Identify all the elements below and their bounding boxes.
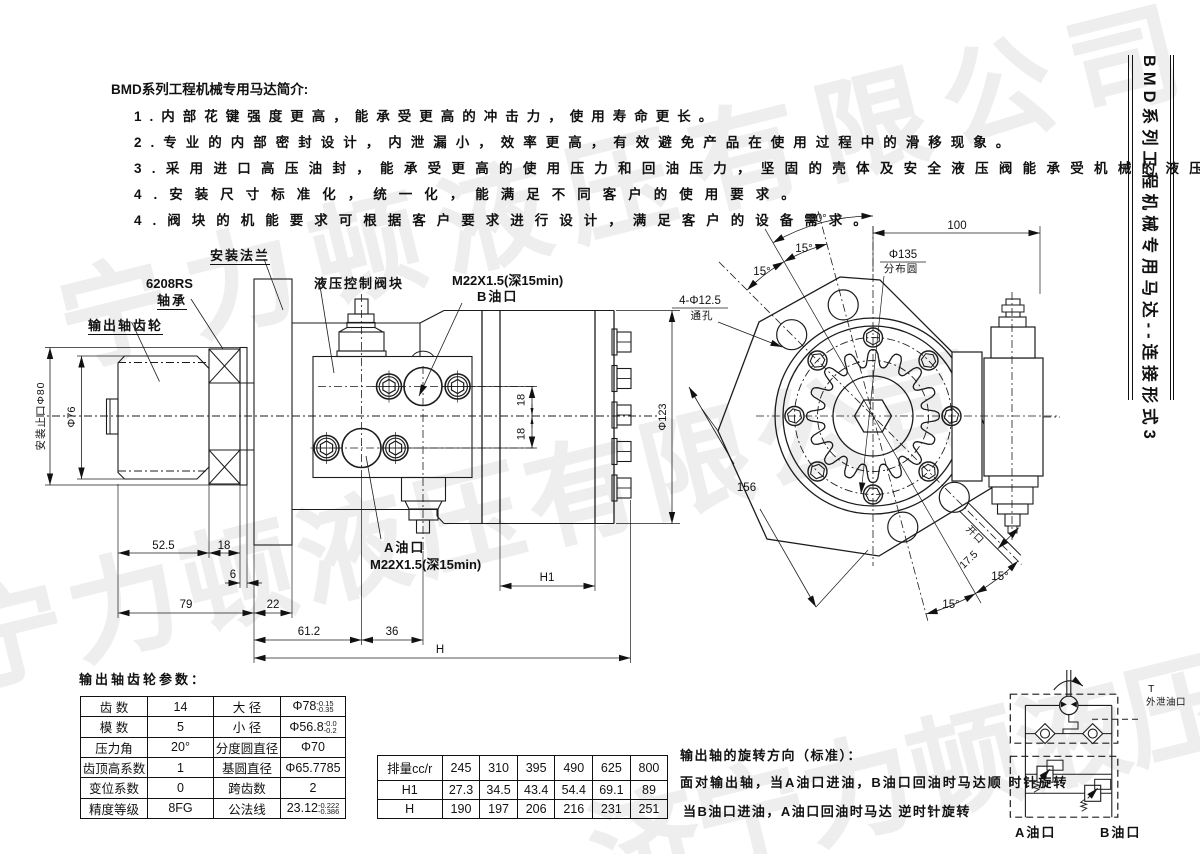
svg-text:H1: H1: [540, 572, 555, 584]
svg-text:Φ135: Φ135: [889, 249, 917, 261]
svg-text:Φ76: Φ76: [66, 406, 78, 427]
svg-text:52.5: 52.5: [152, 540, 174, 552]
svg-text:156: 156: [737, 482, 756, 494]
svg-text:15°: 15°: [991, 571, 1008, 583]
svg-text:18: 18: [516, 428, 528, 440]
svg-text:6: 6: [230, 569, 236, 581]
svg-text:30°: 30°: [809, 213, 826, 225]
svg-text:Φ123: Φ123: [657, 403, 669, 430]
svg-text:18: 18: [516, 394, 528, 406]
svg-text:100: 100: [947, 220, 966, 232]
svg-text:外泄油口: 外泄油口: [1146, 696, 1186, 708]
svg-text:79: 79: [180, 599, 193, 611]
svg-text:61.2: 61.2: [298, 626, 320, 638]
svg-text:通孔: 通孔: [691, 309, 714, 322]
svg-text:分布圆: 分布圆: [884, 263, 919, 275]
svg-text:18: 18: [218, 540, 231, 552]
svg-text:36: 36: [386, 626, 399, 638]
svg-text:15°: 15°: [942, 599, 959, 611]
svg-text:开口: 开口: [963, 524, 986, 547]
svg-text:22: 22: [267, 599, 280, 611]
svg-text:15°: 15°: [753, 266, 770, 278]
svg-text:安装止口Φ80: 安装止口Φ80: [34, 381, 47, 450]
svg-text:H: H: [436, 644, 444, 656]
svg-text:15°: 15°: [795, 243, 812, 255]
svg-text:T: T: [1148, 683, 1155, 695]
svg-text:4-Φ12.5: 4-Φ12.5: [679, 295, 721, 307]
